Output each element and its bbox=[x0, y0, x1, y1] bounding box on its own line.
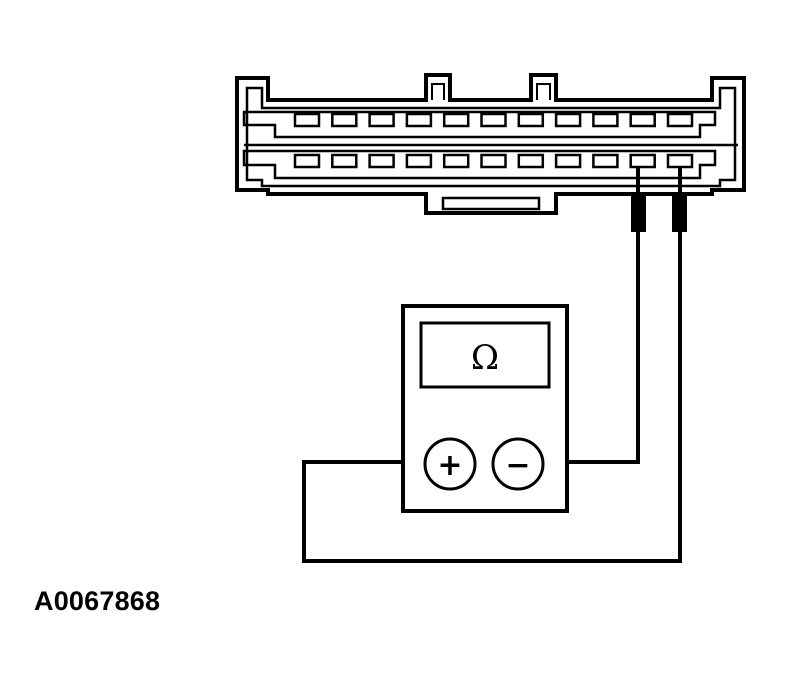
connector-top-tab-left bbox=[431, 83, 445, 100]
pin-cavity-row1-6 bbox=[480, 112, 507, 128]
pin-cavity-row1-2 bbox=[331, 112, 358, 128]
pin-cavity-row2-6 bbox=[480, 153, 507, 169]
pin-cavity-row1-11 bbox=[666, 112, 694, 128]
pin-cavity-row2-10 bbox=[629, 153, 656, 169]
pin-cavity-row2-4 bbox=[405, 153, 433, 169]
pin-cavity-row2-9 bbox=[592, 153, 619, 169]
pin-cavity-row1-9 bbox=[592, 112, 619, 128]
probe-right-tip bbox=[672, 195, 687, 232]
connector-bottom-latch bbox=[441, 196, 541, 211]
pin-cavity-row2-7 bbox=[517, 153, 545, 169]
connector-row1-channel bbox=[242, 110, 717, 139]
pin-cavity-row2-2 bbox=[331, 153, 358, 169]
pin-cavity-row2-1 bbox=[293, 153, 321, 169]
connector-row2-channel bbox=[242, 149, 717, 180]
connector bbox=[235, 73, 746, 215]
lead-positive bbox=[302, 232, 682, 563]
pin-cavity-row1-3 bbox=[368, 112, 395, 128]
negative-terminal: − bbox=[491, 437, 545, 491]
pin-cavity-row1-7 bbox=[517, 112, 545, 128]
negative-terminal-label: − bbox=[505, 448, 530, 483]
test-probes bbox=[631, 168, 687, 232]
pin-cavity-row2-8 bbox=[554, 153, 582, 169]
positive-terminal-ring bbox=[423, 437, 477, 491]
pin-cavity-row2-5 bbox=[442, 153, 470, 169]
pin-cavity-row1-8 bbox=[554, 112, 582, 128]
pin-cavity-row1-10 bbox=[629, 112, 656, 128]
pin-cavity-row1-4 bbox=[405, 112, 433, 128]
test-leads bbox=[302, 232, 682, 563]
connector-top-tab-right bbox=[536, 83, 551, 100]
negative-terminal-ring bbox=[491, 437, 545, 491]
pin-cavity-row1-5 bbox=[442, 112, 470, 128]
pin-cavity-row1-1 bbox=[293, 112, 321, 128]
connector-pins bbox=[293, 112, 694, 169]
probe-right bbox=[672, 168, 687, 232]
pin-cavity-row2-11 bbox=[666, 153, 694, 169]
ohmmeter: Ω + − bbox=[401, 304, 569, 513]
connector-outer-shell bbox=[235, 73, 746, 215]
probe-left bbox=[631, 168, 646, 232]
probe-left-tip bbox=[631, 195, 646, 232]
ohm-symbol: Ω bbox=[471, 338, 499, 378]
figure-id-label: A0067868 bbox=[34, 586, 161, 616]
positive-terminal-label: + bbox=[437, 448, 462, 483]
positive-terminal: + bbox=[423, 437, 477, 491]
pin-cavity-row2-3 bbox=[368, 153, 395, 169]
meter-display bbox=[419, 321, 551, 389]
lead-negative bbox=[543, 232, 640, 464]
connector-inner-outline bbox=[245, 86, 737, 188]
